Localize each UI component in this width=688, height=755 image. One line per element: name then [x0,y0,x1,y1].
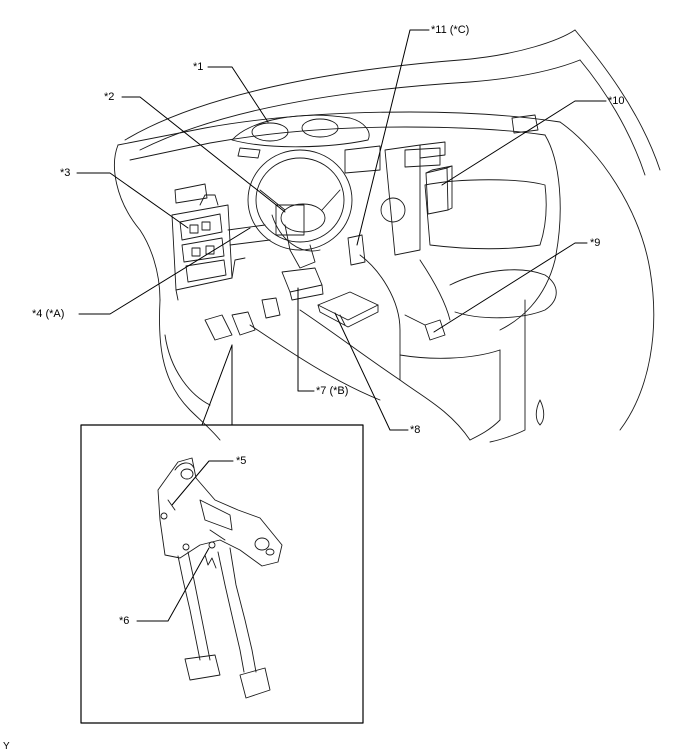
ecu-7 [281,267,324,301]
pedal-assembly-detail [157,457,283,699]
label-4: *4 (*A) [32,308,65,320]
label-1: *1 [193,61,204,73]
shift-lever [404,314,446,341]
steering-wheel [247,149,353,269]
inset-frame [80,424,364,724]
corner-mark: Y [3,741,10,752]
relay-11 [347,234,366,266]
dashboard-outline [114,29,661,443]
instrument-cluster [231,114,370,159]
leader-lines [76,29,607,622]
ecu-10 [425,165,453,215]
label-9: *9 [590,237,601,249]
pedals-main [204,297,281,341]
label-6: *6 [119,615,130,627]
ecu-8 [317,291,379,328]
label-2: *2 [104,91,115,103]
label-5: *5 [236,455,247,467]
junction-block [171,194,271,301]
label-7: *7 (*B) [316,385,349,397]
label-3: *3 [60,167,71,179]
label-10: *10 [608,95,625,107]
label-11: *11 (*C) [431,24,470,36]
label-8: *8 [410,424,421,436]
